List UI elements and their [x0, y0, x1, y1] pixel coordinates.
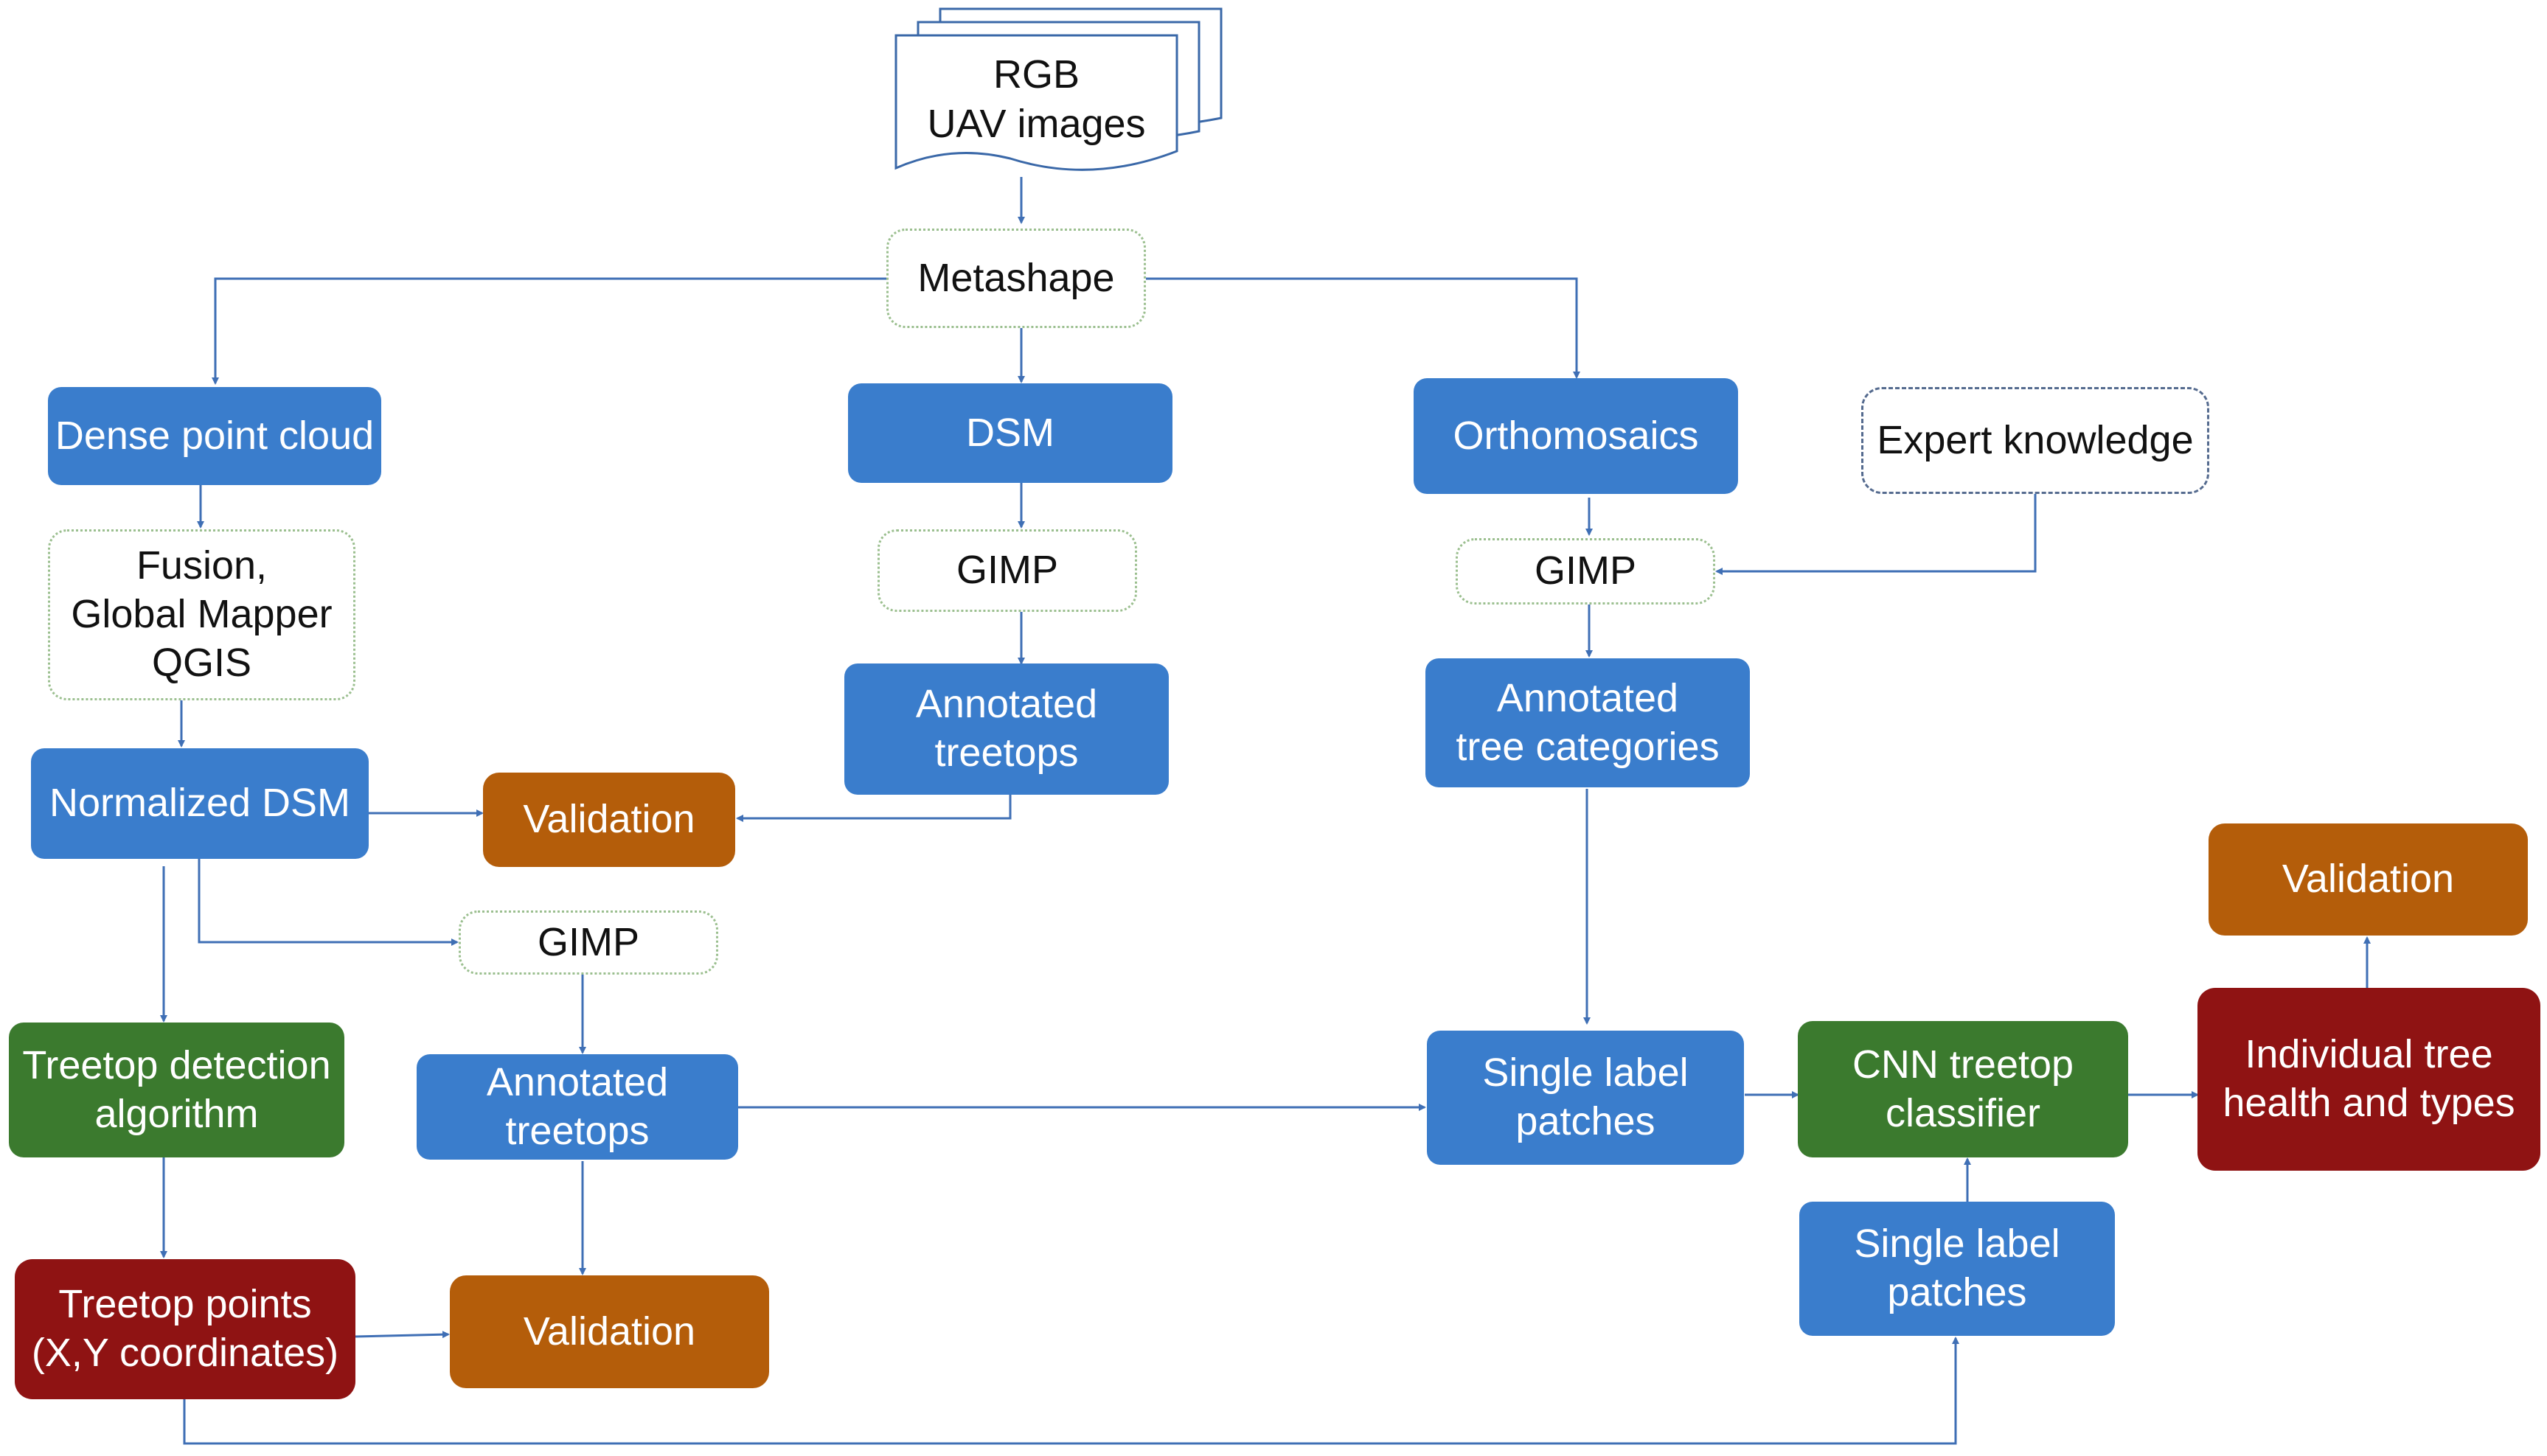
annotated-treetops-ndsm-node: Annotated treetops: [417, 1054, 738, 1160]
annotated-tree-categories-node: Annotated tree categories: [1425, 658, 1750, 787]
fusion-global-mapper-qgis-node: Fusion, Global Mapper QGIS: [48, 529, 355, 700]
validation-top-node: Validation: [483, 773, 735, 867]
validation-bottom-node: Validation: [450, 1275, 769, 1388]
rgb-uav-images-document: [894, 7, 1223, 171]
single-label-patches-top-node: Single label patches: [1427, 1031, 1744, 1165]
gimp-dsm-node: GIMP: [878, 529, 1137, 612]
treetop-points-node: Treetop points (X,Y coordinates): [15, 1259, 355, 1399]
normalized-dsm-node: Normalized DSM: [31, 748, 369, 859]
annotated-treetops-dsm-node: Annotated treetops: [844, 663, 1169, 795]
dsm-node: DSM: [848, 383, 1172, 483]
gimp-normalized-dsm-node: GIMP: [459, 910, 718, 975]
validation-right-node: Validation: [2209, 823, 2528, 936]
connector-normalized-dsm-to-gimp: [198, 859, 459, 946]
connector-treetop-points-to-single-label-patches-bottom: [183, 1337, 1959, 1445]
connector-metashape-to-dense-point-cloud: [212, 277, 886, 385]
rgb-uav-images-label: RGB UAV images: [927, 52, 1146, 147]
gimp-orthomosaic-node: GIMP: [1456, 538, 1715, 605]
connector-treetop-points-to-validation: [355, 1331, 450, 1339]
connector-expert-knowledge-to-gimp: [1715, 494, 2037, 575]
single-label-patches-bottom-node: Single label patches: [1799, 1202, 2115, 1336]
connector-annotated-treetops-to-validation: [736, 795, 1012, 822]
cnn-treetop-classifier-node: CNN treetop classifier: [1798, 1021, 2128, 1157]
dense-point-cloud-node: Dense point cloud: [48, 387, 381, 485]
metashape-node: Metashape: [886, 229, 1146, 328]
treetop-detection-algorithm-node: Treetop detection algorithm: [9, 1023, 344, 1157]
orthomosaics-node: Orthomosaics: [1414, 378, 1738, 494]
individual-tree-health-node: Individual tree health and types: [2197, 988, 2540, 1171]
expert-knowledge-node: Expert knowledge: [1861, 387, 2209, 494]
connector-metashape-to-orthomosaics: [1146, 277, 1580, 379]
